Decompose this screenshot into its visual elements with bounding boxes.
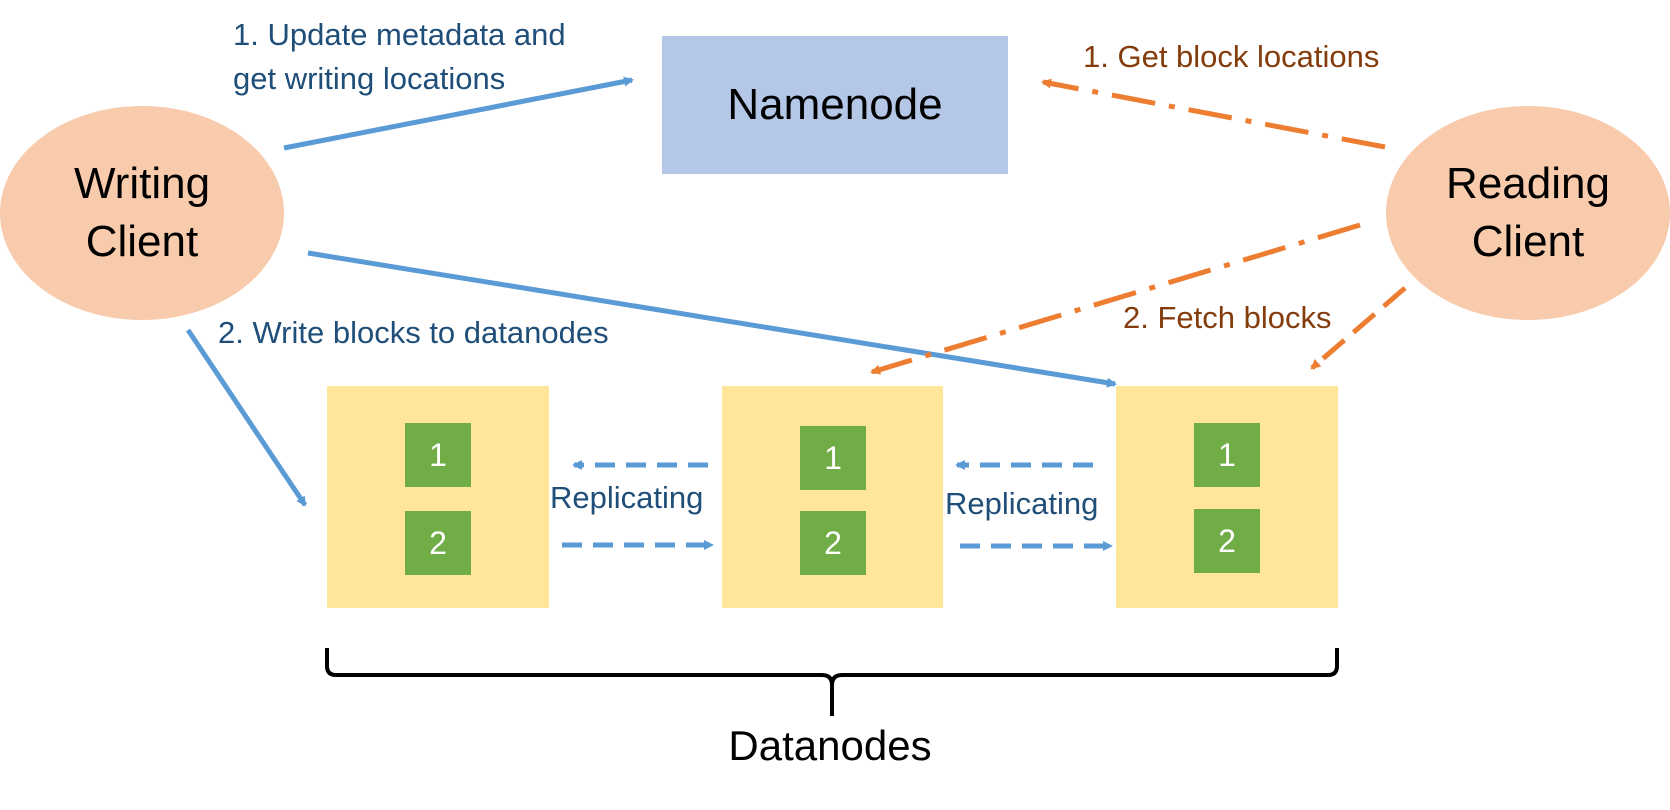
namenode-box: Namenode [662, 36, 1008, 174]
datanode-2-block-1: 1 [800, 426, 866, 490]
replicating-label-left: Replicating [550, 480, 704, 515]
reading-client: Reading Client [1386, 106, 1670, 320]
writing-client: Writing Client [0, 106, 284, 320]
write-datanode3-arrow [307, 250, 1117, 388]
namenode-label: Namenode [727, 80, 943, 129]
datanode-1: 1 2 [327, 386, 549, 608]
datanode-3: 1 2 [1116, 386, 1338, 608]
datanodes-brace [325, 648, 1339, 716]
datanode-1-block-1: 1 [405, 423, 471, 487]
datanode-3-block-1: 1 [1194, 423, 1260, 487]
write-metadata-arrow [283, 76, 634, 151]
read-get-locations-arrow [1041, 78, 1386, 150]
write-step1-label: 1. Update metadata and get writing locat… [233, 13, 566, 101]
block-label: 2 [429, 524, 447, 561]
datanodes-label: Datanodes [728, 722, 932, 769]
write-datanode1-arrow [185, 328, 308, 507]
writing-client-line2: Client [85, 217, 199, 266]
read-step2-label: 2. Fetch blocks [1123, 300, 1332, 335]
read-fetch-datanode2-arrow [870, 222, 1361, 375]
datanode-2: 1 2 [722, 386, 943, 608]
block-label: 2 [824, 524, 842, 561]
datanode-3-block-2: 2 [1194, 509, 1260, 573]
read-step1-label: 1. Get block locations [1083, 39, 1380, 74]
replicating-label-right: Replicating [945, 486, 1099, 521]
read-fetch-datanode3-arrow [1310, 286, 1407, 370]
reading-client-line1: Reading [1446, 159, 1610, 208]
datanode-1-block-2: 2 [405, 511, 471, 575]
reading-client-line2: Client [1471, 217, 1585, 266]
write-step1-line1: 1. Update metadata and [233, 17, 566, 52]
block-label: 1 [1218, 436, 1236, 473]
block-label: 1 [429, 436, 447, 473]
write-step2-label: 2. Write blocks to datanodes [218, 315, 609, 350]
block-label: 2 [1218, 522, 1236, 559]
block-label: 1 [824, 439, 842, 476]
datanode-2-block-2: 2 [800, 511, 866, 575]
write-step1-line2: get writing locations [233, 61, 506, 96]
writing-client-line1: Writing [73, 159, 211, 208]
